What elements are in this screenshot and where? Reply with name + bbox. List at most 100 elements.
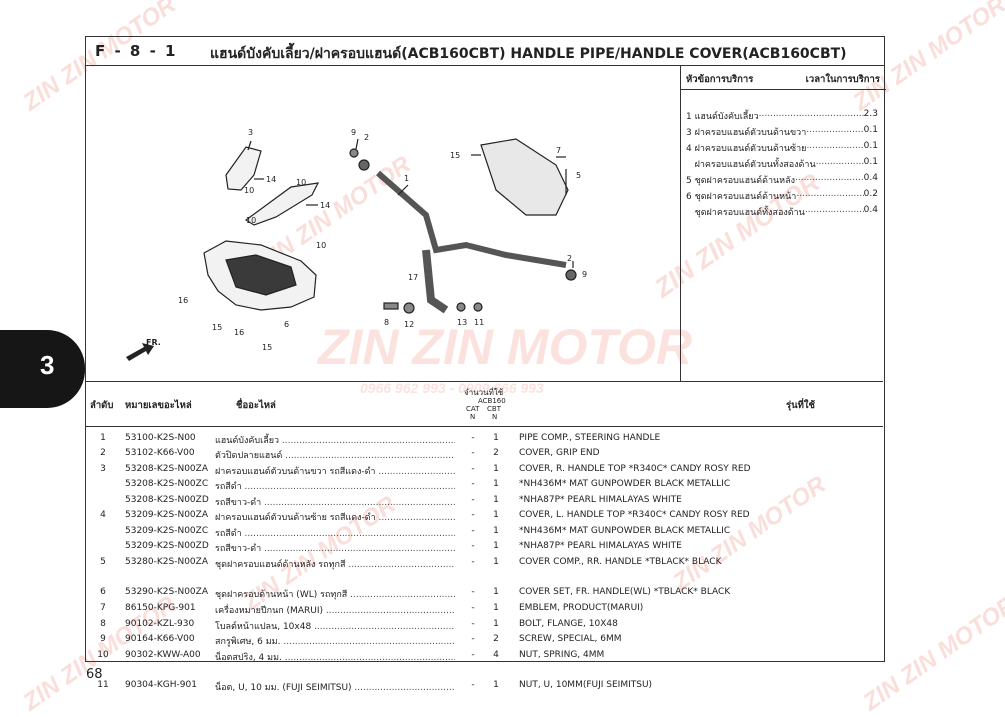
part-name-english: *NHA87P* PEARL HIMALAYAS WHITE [519, 541, 682, 551]
table-row: 11 90304-KGH-901 น็อต, U, 10 มม. (FUJI SEI… [86, 678, 883, 693]
service-item-time: 0.4 [863, 173, 878, 183]
qty-cbt: 1 [493, 680, 499, 690]
page-number: 68 [86, 667, 103, 682]
service-item-label: 6 ชุดฝาครอบแฮนด์ด้านหน้า [686, 192, 797, 202]
col-part-name: ชื่ออะไหล่ [236, 400, 276, 411]
diagram-drawing: FR. 3 14 10 10 14 10 16 15 16 15 6 9 2 1… [126, 128, 587, 361]
leader-dots [806, 125, 863, 139]
service-item: 1 แฮนด์บังคับเลี้ยว 2.3 [686, 109, 878, 123]
part-number: 90304-KGH-901 [125, 680, 197, 690]
nut-11 [473, 302, 483, 312]
col-cbt-n: N [492, 413, 498, 421]
leader-dots [806, 141, 863, 155]
leader-dots [816, 157, 864, 171]
callout-label: 16 [178, 296, 188, 305]
qty-cbt: 1 [493, 526, 499, 536]
service-item-time: 0.4 [863, 205, 878, 215]
watermark-phone: 0966 962 993 - 0909 666 993 [360, 380, 544, 396]
qty-cbt: 2 [493, 634, 499, 644]
leader-dots [795, 173, 864, 187]
qty-cat: - [471, 634, 475, 644]
qty-cat: - [471, 603, 475, 613]
service-item: ชุดฝาครอบแฮนด์ทั้งสองด้าน 0.4 [686, 205, 878, 219]
part-name-english: SCREW, SPECIAL, 6MM [519, 634, 622, 644]
part-number: 53100-K2S-N00 [125, 433, 196, 443]
service-item: 6 ชุดฝาครอบแฮนด์ด้านหน้า 0.2 [686, 189, 878, 203]
service-item-label: ชุดฝาครอบแฮนด์ทั้งสองด้าน [686, 208, 805, 218]
qty-cbt: 1 [493, 619, 499, 629]
qty-cbt: 1 [493, 541, 499, 551]
qty-cat: - [471, 433, 475, 443]
service-item: ฝาครอบแฮนด์ตัวบนทั้งสองด้าน0.1 [686, 157, 878, 171]
callout-label: 1 [404, 174, 409, 183]
part-name-thai: โบลต์หน้าแปลน, 10x48 [215, 619, 455, 633]
parts-catalog-frame: F - 8 - 1 แฮนด์บังคับเลี้ยว/ฝาครอบแฮนด์(… [85, 36, 886, 693]
part-name-english: NUT, U, 10MM(FUJI SEIMITSU) [519, 680, 653, 690]
service-item-label: 5 ชุดฝาครอบแฮนด์ด้านหลัง [686, 176, 796, 186]
qty-cat: - [471, 464, 475, 474]
service-item-time: 0.2 [863, 189, 878, 199]
service-item-time: 2.3 [863, 109, 878, 119]
part-name-thai: รถสีดำ [215, 526, 455, 540]
qty-cat: - [471, 526, 475, 536]
callout-label: 2 [567, 254, 572, 263]
qty-cat: - [471, 479, 475, 489]
part-number: 53280-K2S-N00ZA [125, 557, 208, 567]
service-item: 3 ฝาครอบแฮนด์ตัวบนด้านขวา0.1 [686, 125, 878, 139]
row-number: 10 [97, 650, 109, 660]
callout-label: 9 [351, 128, 356, 137]
watermark-brand: ZIN ZIN MOTOR [318, 319, 693, 375]
callout-label: 10 [244, 186, 254, 195]
part-name-thai: ฝาครอบแฮนด์ตัวบนด้านซ้าย รถสีแดง-ดำ [215, 510, 455, 524]
callout-label: 15 [262, 343, 272, 352]
qty-cat: - [471, 587, 475, 597]
upper-cover-part-3 [225, 146, 262, 191]
callout-label: 3 [248, 128, 253, 137]
nut-13 [456, 302, 466, 312]
row-number: 3 [100, 464, 106, 474]
service-time-header: เวลาในการบริการ [805, 74, 880, 85]
col-qty: จำนวนที่ใช้ [464, 388, 504, 397]
part-name-thai: ชุดฝาครอบแฮนด์ด้านหลัง รถทุกสี [215, 557, 455, 571]
col-no: ลำดับ [90, 400, 114, 411]
callout-label: 6 [284, 320, 289, 329]
callout-label: 15 [212, 323, 222, 332]
part-number: 53102-K66-V00 [125, 448, 195, 458]
part-number: 90164-K66-V00 [125, 634, 195, 644]
part-name-thai: รถสีขาว-ดำ [215, 495, 455, 509]
row-number: 11 [97, 680, 109, 690]
upper-cover-part-4 [244, 182, 320, 226]
part-number: 90302-KWW-A00 [125, 650, 201, 660]
page-header: F - 8 - 1 แฮนด์บังคับเลี้ยว/ฝาครอบแฮนด์(… [86, 37, 884, 66]
parts-table-header: ลำดับ หมายเลขอะไหล่ ชื่ออะไหล่ จำนวนที่ใ… [86, 381, 883, 427]
fr-label: FR. [146, 338, 161, 347]
callout-label: 15 [450, 151, 460, 160]
exploded-diagram: FR. 3 14 10 10 14 10 16 15 16 15 6 9 2 1… [86, 65, 681, 381]
col-cat: CAT [466, 405, 480, 413]
service-item-label: 1 แฮนด์บังคับเลี้ยว [686, 112, 759, 122]
figure-code: F - 8 - 1 [95, 42, 178, 60]
part-name-english: COVER SET, FR. HANDLE(WL) *TBLACK* BLACK [519, 587, 731, 597]
qty-cat: - [471, 448, 475, 458]
rear-cover-part [480, 138, 569, 216]
part-name-english: *NH436M* MAT GUNPOWDER BLACK METALLIC [519, 479, 731, 489]
part-name-thai: สกรูพิเศษ, 6 มม. [215, 634, 455, 648]
part-name-english: PIPE COMP., STEERING HANDLE [519, 433, 661, 443]
leader-dots [759, 109, 864, 123]
callout-label: 10 [296, 178, 306, 187]
part-name-english: EMBLEM, PRODUCT(MARUI) [519, 603, 644, 613]
handle-pipe-part [376, 170, 567, 268]
row-number: 9 [100, 634, 106, 644]
part-name-thai: น็อต, U, 10 มม. (FUJI SEIMITSU) [215, 680, 455, 694]
table-row: 9 90164-K66-V00 สกรูพิเศษ, 6 มม. - 2 SCREW, S… [86, 632, 883, 647]
grip-end-2 [358, 159, 370, 171]
part-name-english: COVER, GRIP END [519, 448, 600, 458]
nut-9 [349, 148, 359, 158]
service-item-time: 0.1 [863, 125, 878, 135]
qty-cat: - [471, 510, 475, 520]
